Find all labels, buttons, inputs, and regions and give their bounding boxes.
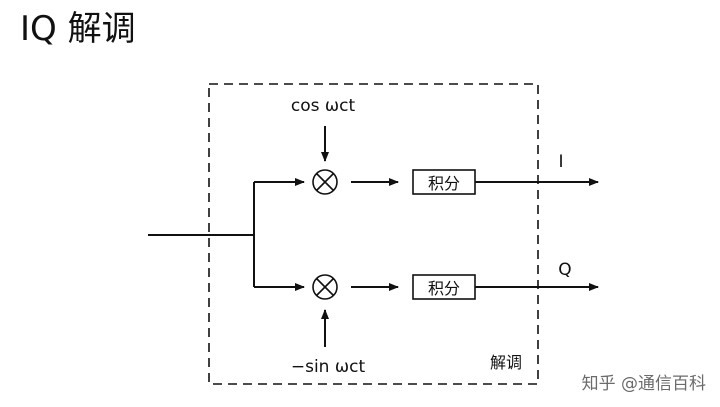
i-output-label: I (558, 152, 563, 172)
bottom-multiplier (312, 274, 338, 300)
bottom-carrier-label: −sin ωct (291, 357, 366, 377)
page-title: IQ 解调 (20, 9, 136, 49)
q-output-label: Q (558, 260, 571, 280)
top-integrator-label: 积分 (428, 174, 460, 193)
watermark: 知乎 @通信百科 (581, 374, 706, 394)
demodulator-box-label: 解调 (490, 353, 522, 372)
bottom-integrator-box (412, 274, 476, 300)
top-multiplier (312, 169, 338, 195)
top-carrier-label: cos ωct (291, 96, 356, 116)
demodulator-boundary (208, 83, 539, 385)
bottom-integrator-label: 积分 (428, 279, 460, 298)
